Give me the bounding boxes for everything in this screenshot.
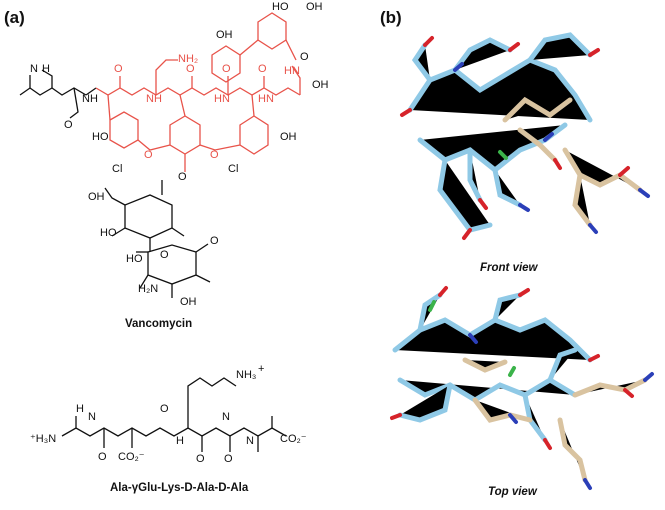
svg-text:N: N <box>88 411 96 423</box>
svg-text:HO: HO <box>272 1 289 13</box>
vancomycin-red-core <box>95 12 301 172</box>
vancomycin-caption: Vancomycin <box>125 318 193 330</box>
svg-text:OH: OH <box>216 29 233 41</box>
svg-text:NH: NH <box>82 93 98 105</box>
svg-text:OH: OH <box>180 296 197 308</box>
svg-text:O: O <box>210 149 219 161</box>
vancomycin-black-bonds <box>19 69 211 298</box>
svg-text:O: O <box>210 235 219 247</box>
svg-text:CO₂⁻: CO₂⁻ <box>118 451 145 463</box>
svg-text:+: + <box>258 363 264 375</box>
svg-text:H₂N: H₂N <box>138 283 158 295</box>
svg-text:HO: HO <box>92 131 109 143</box>
svg-text:OH: OH <box>312 79 329 91</box>
svg-text:N: N <box>30 63 38 75</box>
svg-text:OH: OH <box>306 1 323 13</box>
svg-text:O: O <box>98 451 107 463</box>
svg-text:⁺H₃N: ⁺H₃N <box>30 433 56 445</box>
svg-text:OH: OH <box>88 191 105 203</box>
svg-text:O: O <box>196 453 205 465</box>
svg-text:O: O <box>224 453 233 465</box>
svg-text:NH: NH <box>146 93 162 105</box>
svg-text:HO: HO <box>126 253 143 265</box>
svg-text:O: O <box>160 403 169 415</box>
vancomycin-atom-labels: N H NH O HO Cl Cl OH OH HO HO H₂N OH O O… <box>30 63 297 308</box>
svg-text:O: O <box>144 149 153 161</box>
svg-text:O: O <box>114 63 123 75</box>
svg-text:Cl: Cl <box>228 163 238 175</box>
peptide-caption: Ala-γGlu-Lys-D-Ala-D-Ala <box>110 482 249 494</box>
svg-text:O: O <box>222 63 231 75</box>
svg-text:CO₂⁻: CO₂⁻ <box>280 433 307 445</box>
svg-text:H: H <box>76 403 84 415</box>
svg-text:Cl: Cl <box>112 163 122 175</box>
front-view-caption: Front view <box>480 262 538 274</box>
svg-text:NH₂: NH₂ <box>178 53 198 65</box>
svg-text:HN: HN <box>214 93 230 105</box>
svg-text:O: O <box>258 63 267 75</box>
svg-text:O: O <box>160 249 169 261</box>
svg-text:H: H <box>42 63 50 75</box>
svg-text:O: O <box>64 119 73 131</box>
svg-text:N: N <box>222 411 230 423</box>
svg-text:O: O <box>178 171 187 183</box>
svg-text:OH: OH <box>280 131 297 143</box>
panel-b-label: (b) <box>380 8 402 27</box>
vancomycin-top-labels: HO OH OH O OH <box>216 1 329 91</box>
svg-text:N: N <box>246 435 254 447</box>
svg-text:NH₃: NH₃ <box>236 369 256 381</box>
svg-text:O: O <box>186 63 195 75</box>
svg-text:H: H <box>176 435 184 447</box>
svg-text:HO: HO <box>100 227 117 239</box>
svg-text:HN: HN <box>258 93 274 105</box>
panel-a-label: (a) <box>4 8 25 27</box>
svg-text:O: O <box>300 51 309 63</box>
vancomycin-red-atom-labels: O NH₂ O O O NH HN HN HN O O <box>114 53 300 161</box>
top-view-caption: Top view <box>488 486 537 498</box>
svg-text:HN: HN <box>284 65 300 77</box>
